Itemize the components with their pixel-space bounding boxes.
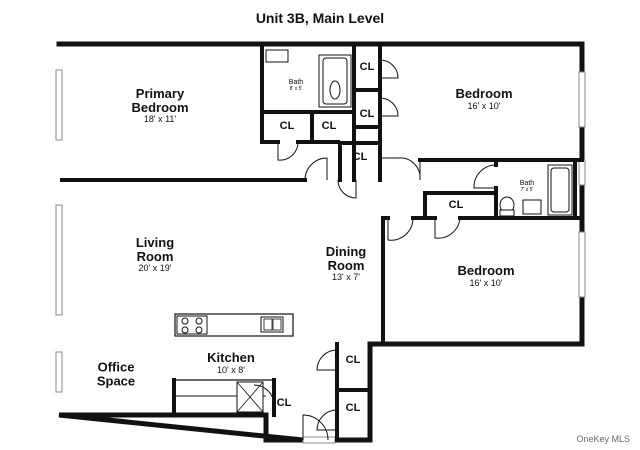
room-name: Bedroom: [455, 85, 513, 101]
outer-walls: [56, 41, 585, 443]
closet-label: CL: [359, 108, 375, 121]
interior-walls: [60, 42, 584, 442]
room-name: Dining Room: [325, 244, 367, 273]
closet-label: CL: [276, 397, 292, 410]
closet-label: CL: [321, 120, 337, 133]
room-kitchen: Kitchen 10' x 8': [207, 351, 255, 375]
doors: [253, 59, 497, 441]
room-primary-bedroom: Primary Bedroom 18' x 11': [131, 87, 188, 125]
room-bath-1: Bath 8' x 5': [289, 79, 303, 93]
bath-1-fixtures: [265, 49, 352, 108]
room-dimensions: 18' x 11': [143, 114, 177, 125]
room-dimensions: 10' x 8': [217, 364, 245, 375]
room-dimensions: 16' x 10': [467, 100, 501, 111]
room-office-space: Office Space: [97, 360, 135, 387]
room-name: Office Space: [96, 359, 136, 388]
room-bedroom-ne: Bedroom 16' x 10': [455, 87, 512, 111]
windows: [55, 69, 586, 444]
room-living-room: Living Room 20' x 19': [136, 236, 174, 274]
closet-label: CL: [345, 402, 361, 415]
plan-title: Unit 3B, Main Level: [255, 10, 385, 26]
room-name: Living Room: [135, 235, 175, 264]
room-dimensions: 8' x 5': [289, 86, 303, 93]
room-dining-room: Dining Room 13' x 7': [326, 245, 366, 283]
bath-2-fixtures: [499, 164, 573, 217]
room-name: Bath: [519, 180, 535, 188]
room-dimensions: 7' x 5': [520, 187, 534, 194]
closet-label: CL: [359, 61, 375, 74]
room-dimensions: 16' x 10': [469, 277, 503, 288]
kitchen-counter: [174, 313, 294, 413]
room-name: Bath: [288, 79, 304, 87]
closet-label: CL: [352, 151, 368, 164]
room-bedroom-se: Bedroom 16' x 10': [457, 264, 514, 288]
closet-label: CL: [448, 199, 464, 212]
room-name: Primary Bedroom: [131, 86, 189, 115]
room-name: Bedroom: [457, 262, 515, 278]
room-dimensions: 13' x 7': [332, 272, 360, 283]
room-bath-2: Bath 7' x 5': [520, 180, 534, 194]
watermark: OneKey MLS: [576, 434, 630, 444]
room-name: Kitchen: [207, 349, 255, 365]
closet-label: CL: [345, 354, 361, 367]
room-dimensions: 20' x 19': [138, 263, 172, 274]
closet-label: CL: [279, 120, 295, 133]
